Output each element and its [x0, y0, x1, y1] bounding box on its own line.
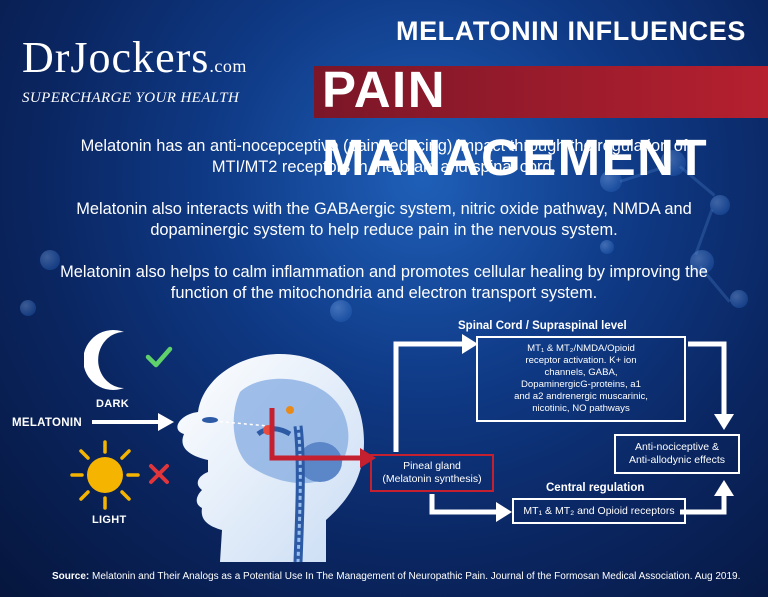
source-citation: Source: Melatonin and Their Analogs as a…: [52, 571, 740, 582]
pineal-line-1: Pineal gland: [403, 460, 461, 472]
spinal-line-1: MT₁ & MT₂/NMDA/Opioid: [527, 343, 635, 354]
melatonin-arrow-icon: [92, 413, 174, 431]
logo: DrJockers.com Supercharge Your Health: [22, 36, 247, 107]
paragraph-2: Melatonin also interacts with the GABAer…: [76, 200, 692, 239]
logo-domain: .com: [209, 56, 247, 76]
sun-icon: [70, 440, 140, 510]
supertitle: MELATONIN INFLUENCES: [395, 16, 746, 46]
paragraph-1: Melatonin has an anti-nocepceptive (pain…: [80, 137, 688, 176]
spinal-line-6: nicotinic, NO pathways: [532, 403, 630, 414]
logo-brand: DrJockers: [22, 33, 210, 82]
source-text: Melatonin and Their Analogs as a Potenti…: [92, 571, 741, 582]
logo-tagline: Supercharge Your Health: [22, 90, 240, 106]
spinal-line-5: and a2 andrenergic muscarinic,: [514, 391, 648, 402]
source-label: Source:: [52, 571, 90, 582]
spinal-line-4: DopaminergicG-proteins, a1: [521, 379, 641, 390]
effects-line-1: Anti-nociceptive &: [634, 441, 720, 453]
page-title: PAIN MANAGEMENT: [322, 61, 709, 186]
flow-arrows: [393, 334, 734, 522]
effects-box: Anti-nociceptive & Anti-allodynic effect…: [614, 434, 740, 474]
dark-label: DARK: [96, 398, 129, 410]
melatonin-label: MELATONIN: [12, 417, 82, 429]
paragraph-3: Melatonin also helps to calm inflammatio…: [60, 263, 708, 302]
light-label: LIGHT: [92, 514, 127, 526]
x-icon: [149, 464, 169, 484]
check-icon: [145, 346, 173, 368]
effects-line-2: Anti-allodynic effects: [628, 454, 726, 466]
spinal-title: Spinal Cord / Supraspinal level: [458, 320, 627, 332]
central-box: MT₁ & MT₂ and Opioid receptors: [512, 498, 686, 524]
spinal-line-3: channels, GABA,: [544, 367, 618, 378]
pineal-connector-arrow: [269, 408, 376, 468]
spinal-box: MT₁ & MT₂/NMDA/Opioid receptor activatio…: [476, 336, 686, 422]
title-band: [314, 66, 768, 118]
central-title: Central regulation: [546, 482, 645, 494]
pineal-line-2: (Melatonin synthesis): [382, 473, 482, 485]
pineal-gland-box: Pineal gland (Melatonin synthesis): [370, 454, 494, 492]
spinal-line-2: receptor activation. K+ ion: [525, 355, 637, 366]
moon-icon: [84, 330, 124, 390]
